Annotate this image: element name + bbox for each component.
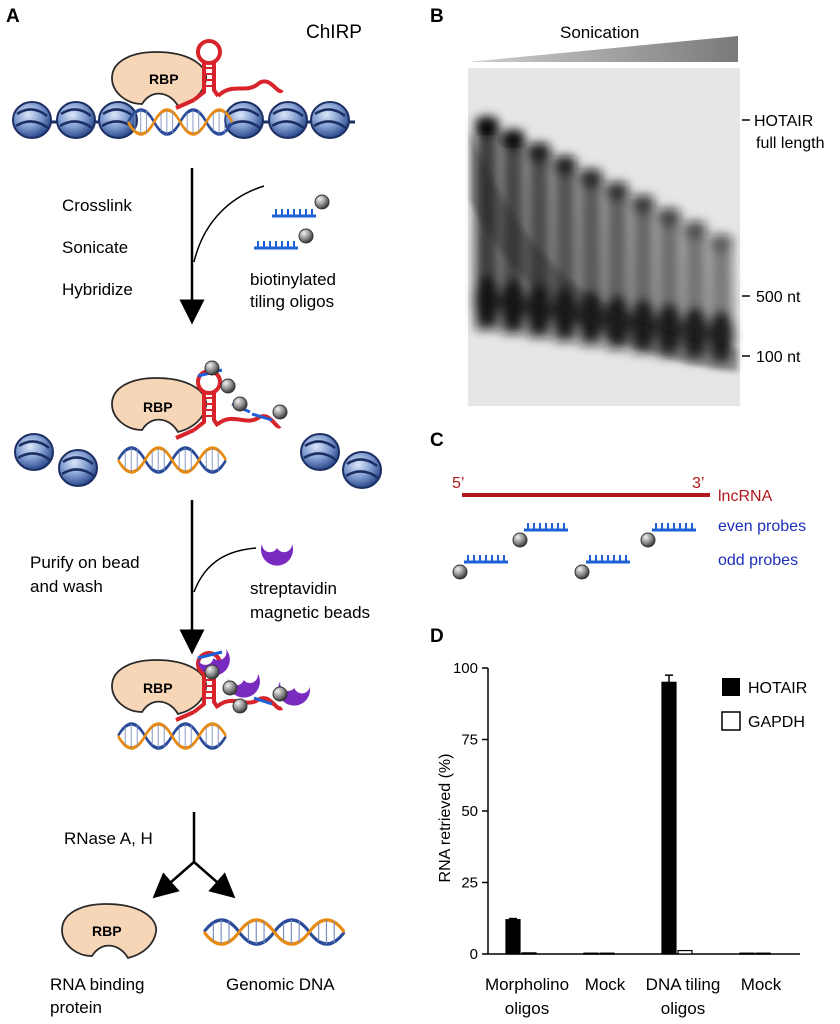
gel-band-top [709,233,733,253]
marker-hotair: HOTAIR [754,113,813,130]
y-tick-label: 75 [461,732,478,749]
bar-gapdh [599,952,615,955]
bar-hotair [739,952,755,955]
gel-band-top [657,207,681,227]
stage1-chromatin: RBP [11,39,355,140]
rbp-label: RBP [149,71,179,87]
legend-swatch-gapdh [721,711,741,731]
panel-label-a: A [6,6,20,27]
gel-band-top [683,220,707,240]
panel-label-b: B [430,6,444,27]
gel-band-top [631,194,655,214]
bar-gapdh [677,949,693,955]
step-purify-2: and wash [30,577,103,596]
gel-image [468,68,740,406]
product-protein-2: protein [50,998,102,1017]
oligo-join-line [193,185,265,263]
odd-probes-label: odd probes [718,552,798,569]
x-tick-label: Mock [585,975,626,994]
gel-band-top [501,129,525,149]
streptavidin-bead-icon [261,544,293,566]
bead-label-2: magnetic beads [250,603,370,622]
even-probes-label: even probes [718,518,806,535]
step-sonicate: Sonicate [62,238,128,257]
stage3-bead-capture: RBP [111,648,311,750]
bar-hotair [505,919,521,955]
sonication-label: Sonication [560,23,639,42]
legend-swatch-hotair [722,678,740,696]
y-tick-label: 100 [453,660,478,677]
gel-band [474,276,500,324]
even-probes [512,521,698,548]
gel-band-top [527,142,551,162]
lncrna-label: lncRNA [718,488,773,505]
step-rnase: RNase A, H [64,829,153,848]
bar-hotair [661,681,677,955]
rbp-label-2: RBP [143,399,173,415]
rbp-label-4: RBP [92,923,122,939]
step-crosslink: Crosslink [62,196,132,215]
oligo-label-1: biotinylated [250,270,336,289]
x-tick-label: oligos [661,999,705,1018]
gel-band-top [475,116,499,136]
y-tick-label: 50 [461,803,478,820]
legend-gapdh: GAPDH [748,714,805,731]
bead-label-1: streptavidin [250,579,337,598]
step-purify-1: Purify on bead [30,553,140,572]
three-prime: 3’ [692,475,704,492]
y-axis-label: RNA retrieved (%) [437,754,454,883]
legend-hotair: HOTAIR [748,680,807,697]
stage2-sheared-chromatin: RBP [13,360,383,490]
sonication-wedge [468,36,738,62]
oligo-label-2: tiling oligos [250,292,334,311]
gel-band [500,280,526,328]
marker-100: 100 nt [756,349,801,366]
x-tick-label: oligos [505,999,549,1018]
x-tick-label: DNA tiling [646,975,721,994]
odd-probes [452,553,632,580]
gel-band-top [605,181,629,201]
product-dna: Genomic DNA [226,975,335,994]
gel-band-top [579,168,603,188]
dna-product [202,918,347,946]
bar-hotair [583,952,599,955]
y-tick-label: 25 [461,875,478,892]
y-tick-label: 0 [470,946,478,963]
step-hybridize: Hybridize [62,280,133,299]
x-tick-label: Morpholino [485,975,569,994]
rbp-label-3: RBP [143,680,173,696]
product-protein-1: RNA binding [50,975,145,994]
biotin-oligos [252,194,330,250]
method-label: ChIRP [306,22,362,43]
bead-join-line [193,547,257,593]
bar-gapdh [521,952,537,955]
five-prime: 5’ [452,475,464,492]
marker-full-length: full length [756,135,825,152]
panel-label-d: D [430,626,444,647]
split-arrow [152,812,236,899]
gel-band-top [553,155,577,175]
bar-gapdh [755,952,771,955]
x-tick-label: Mock [741,975,782,994]
legend: HOTAIR GAPDH [721,678,807,731]
marker-500: 500 nt [756,289,801,306]
panel-label-c: C [430,430,444,451]
